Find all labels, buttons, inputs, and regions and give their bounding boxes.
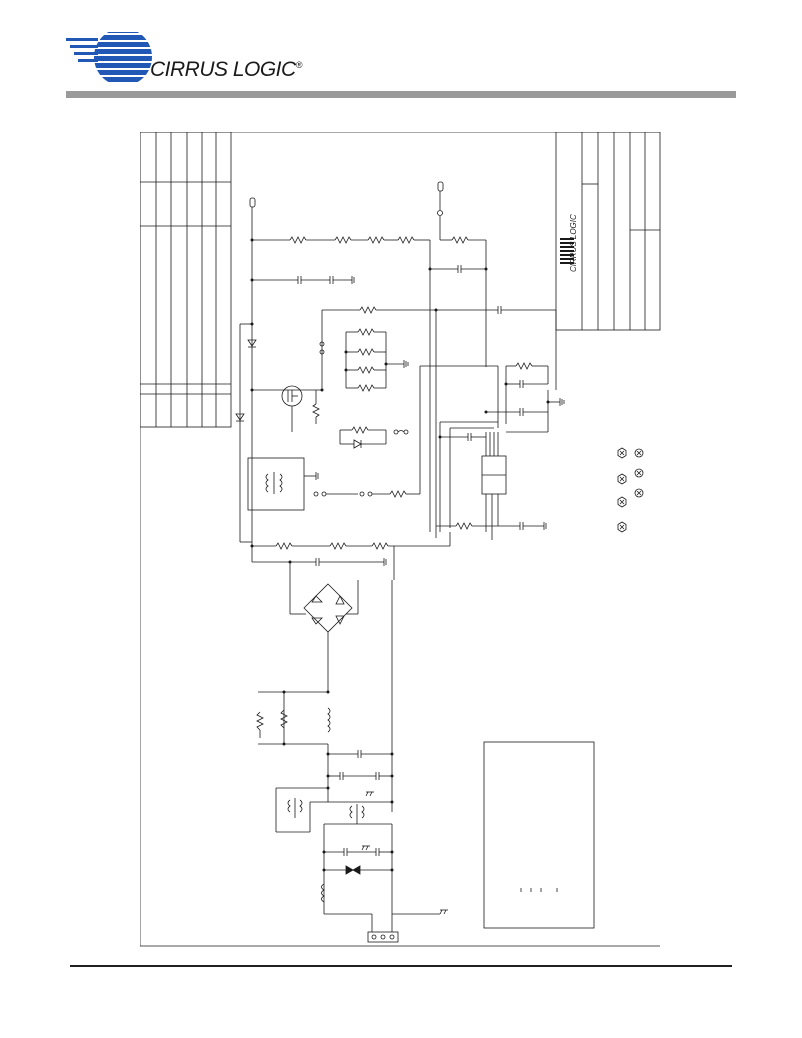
- title-block-logo: CIRRUS LOGIC: [560, 214, 578, 272]
- lower-circuit: [256, 562, 448, 943]
- mounting-hole-icons: [617, 447, 644, 533]
- schematic-diagram: CIRRUS LOGIC: [139, 131, 662, 948]
- title-block-logo-text: CIRRUS LOGIC: [569, 214, 578, 272]
- header-divider-bar: [66, 91, 736, 98]
- terminal-block-icon: [367, 931, 399, 943]
- schematic-svg: CIRRUS LOGIC: [139, 131, 661, 947]
- title-block: CIRRUS LOGIC: [555, 131, 661, 331]
- brand-name: CIRRUS LOGIC®: [150, 58, 302, 81]
- revision-table: [139, 131, 232, 428]
- notes-box: [483, 741, 595, 929]
- footer-divider: [70, 965, 732, 967]
- upper-circuit: [235, 181, 565, 580]
- junction-dots: [250, 238, 550, 872]
